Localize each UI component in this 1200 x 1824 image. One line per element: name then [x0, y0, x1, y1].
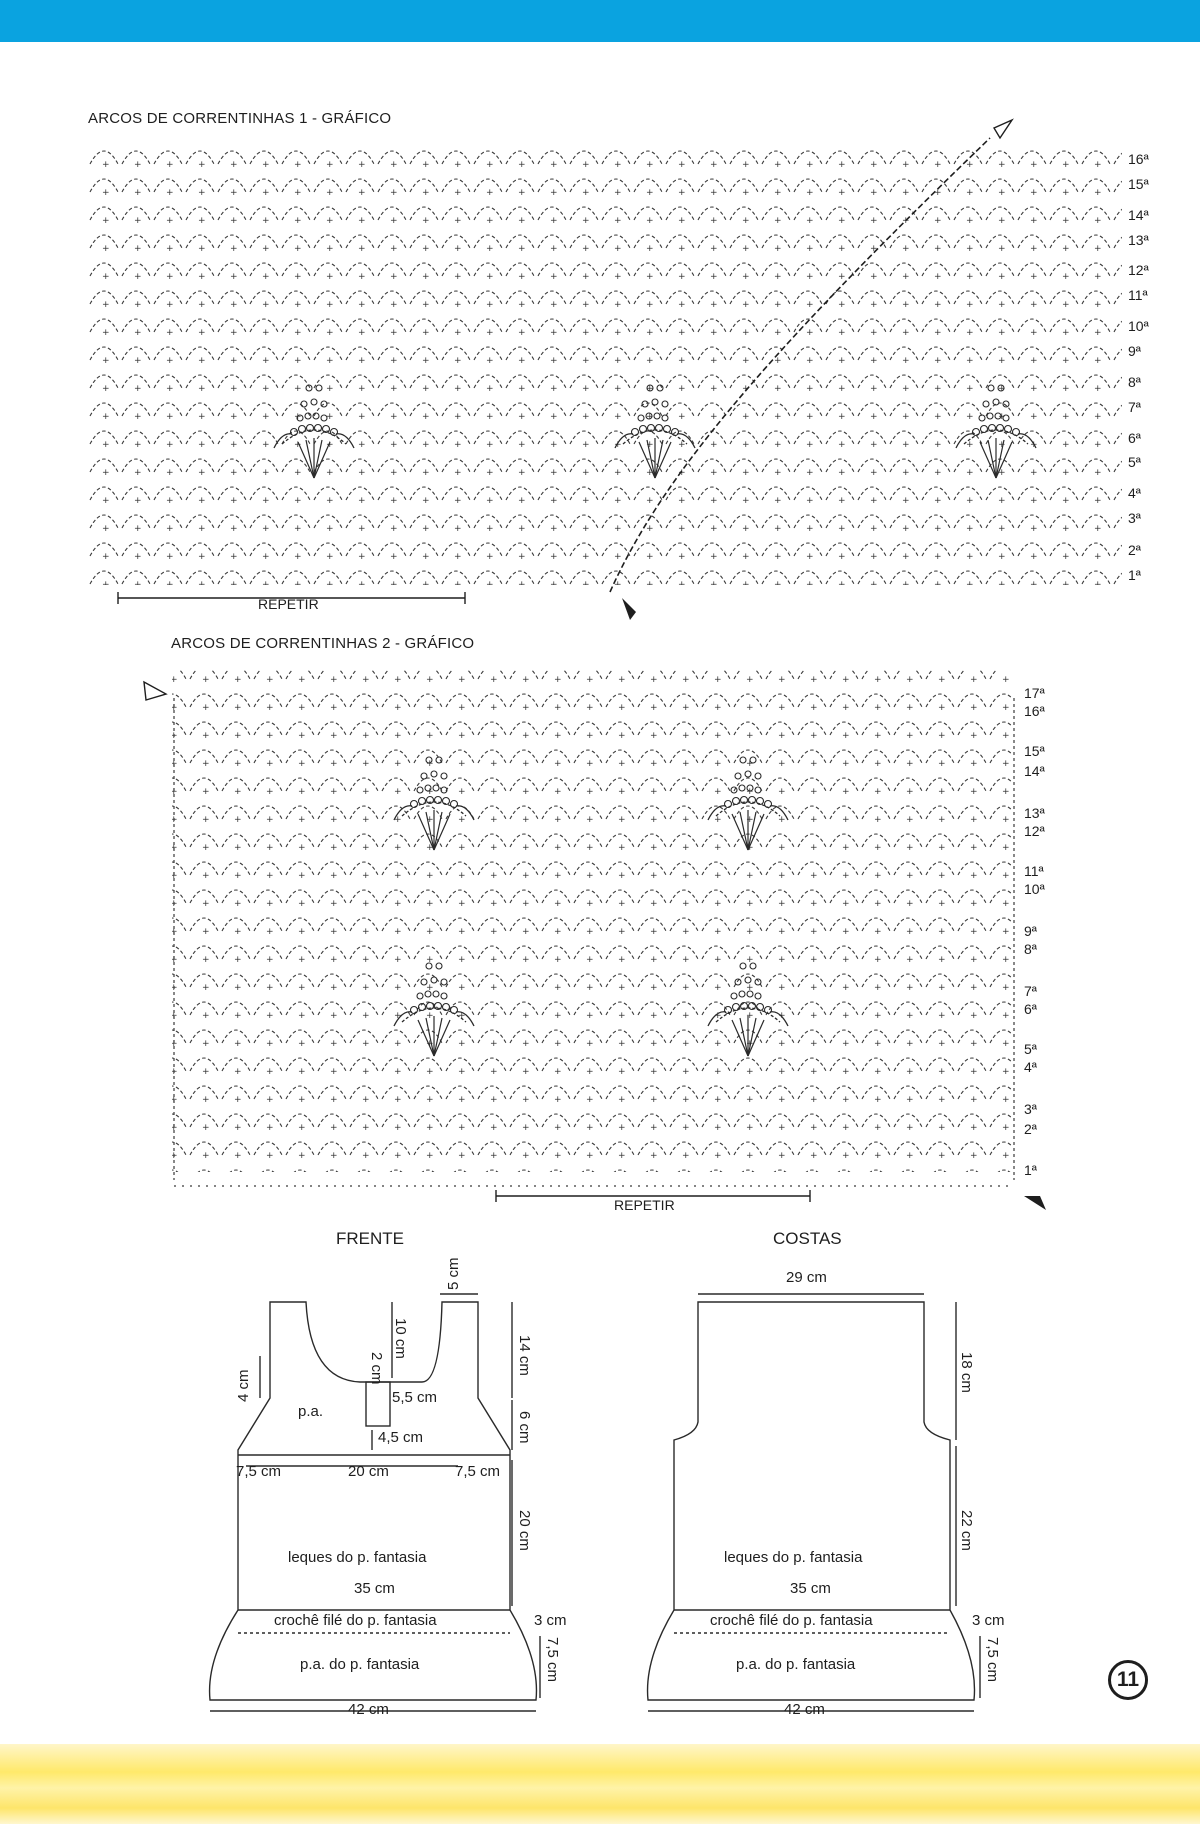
chart1-row-label: 13ª [1128, 232, 1150, 248]
chart1-row-label: 8ª [1128, 374, 1142, 390]
chart2-row-label: 16ª [1024, 703, 1046, 719]
chart2-row-label: 11ª [1024, 863, 1045, 879]
chart1-row-label: 5ª [1128, 454, 1142, 470]
chart1-grid [88, 140, 1122, 585]
chart1-title: ARCOS DE CORRENTINHAS 1 - GRÁFICO [88, 110, 392, 127]
chart2-row-label: 8ª [1024, 941, 1038, 957]
back-band-label: crochê filé do p. fantasia [710, 1612, 873, 1629]
chart1-row-label: 3ª [1128, 510, 1142, 526]
front-placket-height: 5,5 cm [392, 1389, 437, 1406]
chart2-row-label: 13ª [1024, 805, 1046, 821]
front-neck-depth: 10 cm [392, 1318, 409, 1359]
front-side-width-right: 7,5 cm [455, 1463, 500, 1480]
front-band-height: 3 cm [534, 1612, 567, 1629]
chart1-row-label: 4ª [1128, 485, 1142, 501]
front-bottom-width: 42 cm [348, 1701, 389, 1718]
chart2-row-label: 6ª [1024, 1001, 1038, 1017]
front-armhole-height: 6 cm [516, 1411, 533, 1444]
chart2-row-label: 5ª [1024, 1041, 1038, 1057]
front-neck-low: 2 cm [368, 1352, 385, 1385]
front-schematic: FRENTE p.a. leques do p. fantasia 35 cm … [208, 1229, 567, 1718]
chart1-end-arrow [992, 118, 1014, 140]
back-schematic: COSTAS 29 cm 18 cm 22 cm 3 cm 7,5 cm leq… [646, 1229, 1005, 1718]
back-body-height: 22 cm [958, 1510, 975, 1551]
front-band-label: crochê filé do p. fantasia [274, 1612, 437, 1629]
chart2-row-label: 3ª [1024, 1101, 1038, 1117]
chart2-row-label: 7ª [1024, 983, 1038, 999]
back-band-height: 3 cm [972, 1612, 1005, 1629]
chart1-row-label: 10ª [1128, 318, 1150, 334]
back-body-label: leques do p. fantasia [724, 1549, 863, 1566]
chart1-start-arrow [622, 598, 636, 620]
back-bottom-width: 42 cm [784, 1701, 825, 1718]
footer-band [0, 1744, 1200, 1824]
front-upper-height: 14 cm [516, 1335, 533, 1376]
chart1-row-labels: 1ª 2ª 3ª 4ª 5ª 6ª 7ª 8ª 9ª 10ª 11ª 12ª 1… [1128, 151, 1150, 583]
chart1-row-label: 9ª [1128, 343, 1142, 359]
front-section-label: p.a. [298, 1403, 323, 1420]
header-band [0, 0, 1200, 42]
chart1-row-label: 12ª [1128, 262, 1150, 278]
page-number: 11 [1108, 1660, 1148, 1700]
chart2-repeat-label: REPETIR [614, 1197, 675, 1213]
chart2-row-label: 10ª [1024, 881, 1046, 897]
back-upper-height: 18 cm [958, 1352, 975, 1393]
chart1-row-label: 2ª [1128, 542, 1142, 558]
front-body-height: 20 cm [516, 1510, 533, 1551]
front-side-width-left: 7,5 cm [236, 1463, 281, 1480]
chart1-row-label: 14ª [1128, 207, 1150, 223]
chart1-row-label: 7ª [1128, 399, 1142, 415]
chart1-work-direction [609, 137, 991, 593]
front-placket-gap: 4,5 cm [378, 1429, 423, 1446]
front-skirt-height: 7,5 cm [544, 1637, 561, 1682]
back-outline [646, 1301, 976, 1701]
back-skirt-height: 7,5 cm [984, 1637, 1001, 1682]
chart1-repeat-label: REPETIR [258, 596, 319, 612]
chart2-start-arrow [1024, 1196, 1046, 1210]
chart2-row-label: 4ª [1024, 1059, 1038, 1075]
chart1-row-label: 15ª [1128, 176, 1150, 192]
chart1-row-label: 1ª [1128, 567, 1142, 583]
chart2-row-label: 9ª [1024, 923, 1038, 939]
chart2-grid [172, 670, 1012, 1172]
chart2-end-arrow [143, 680, 168, 701]
front-title: FRENTE [336, 1229, 404, 1248]
chart1-row-label: 6ª [1128, 430, 1142, 446]
back-title: COSTAS [773, 1229, 842, 1248]
chart1-row-label: 11ª [1128, 287, 1149, 303]
chart2-row-labels: 1ª 2ª 3ª 4ª 5ª 6ª 7ª 8ª 9ª 10ª 11ª 12ª 1… [1024, 685, 1046, 1178]
front-body-width: 35 cm [354, 1580, 395, 1597]
chart2-row-label: 15ª [1024, 743, 1046, 759]
chart2-row-label: 12ª [1024, 823, 1046, 839]
back-top-width: 29 cm [786, 1269, 827, 1286]
chart2-row-label: 17ª [1024, 685, 1046, 701]
front-outline [208, 1301, 538, 1701]
chart1-row-label: 16ª [1128, 151, 1150, 167]
chart2-row-label: 1ª [1024, 1162, 1038, 1178]
front-strap-width: 5 cm [445, 1257, 462, 1290]
chart2-row-label: 14ª [1024, 763, 1046, 779]
back-skirt-label: p.a. do p. fantasia [736, 1656, 856, 1673]
chart2-title: ARCOS DE CORRENTINHAS 2 - GRÁFICO [171, 635, 475, 652]
front-skirt-label: p.a. do p. fantasia [300, 1656, 420, 1673]
front-body-label: leques do p. fantasia [288, 1549, 427, 1566]
front-center-width: 20 cm [348, 1463, 389, 1480]
front-side-step: 4 cm [235, 1369, 252, 1402]
chart2-row-label: 2ª [1024, 1121, 1038, 1137]
back-body-width: 35 cm [790, 1580, 831, 1597]
